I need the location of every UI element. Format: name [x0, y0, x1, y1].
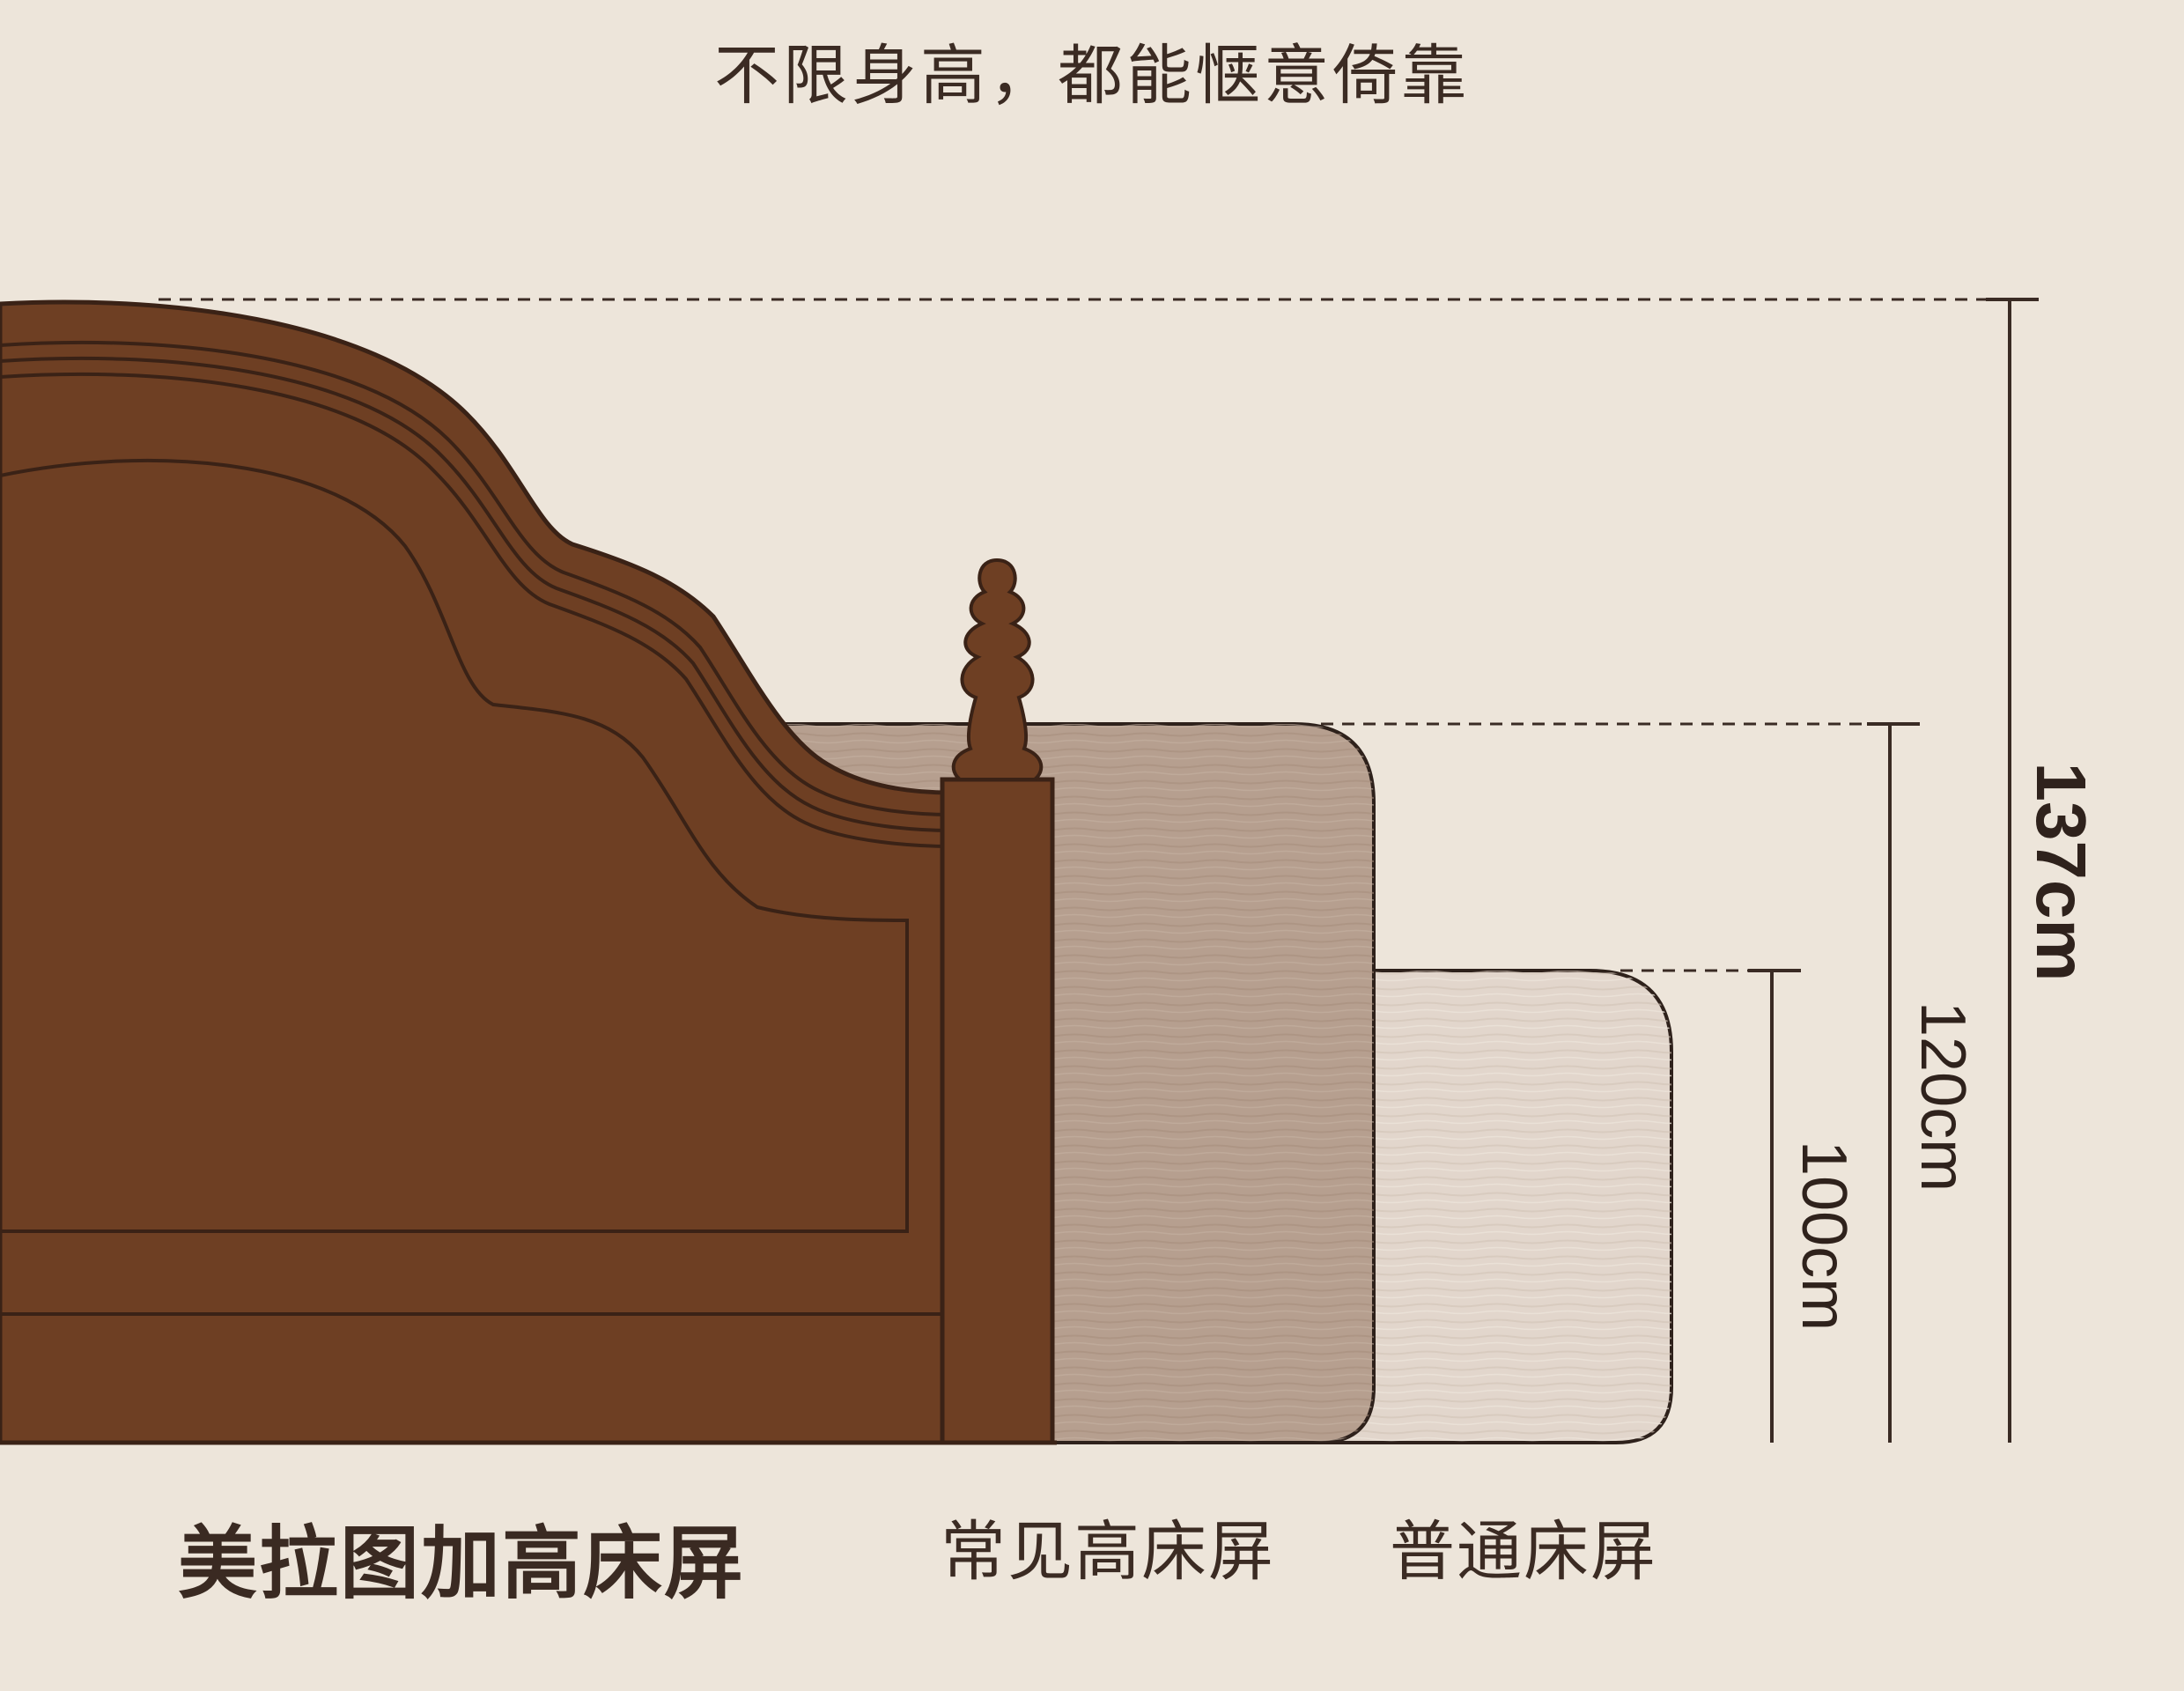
dimension-label-120: 120cm — [1907, 1001, 1978, 1193]
dimension-label-100: 100cm — [1789, 1140, 1859, 1332]
caption-brand-headboard: 美拉图加高床屏 — [178, 1517, 745, 1610]
dimension-guides — [159, 298, 2039, 1443]
dimension-label-137: 137cm — [2022, 762, 2100, 982]
brand-headboard — [0, 299, 1057, 1445]
headline: 不限身高，都能惬意倚靠 — [714, 38, 1470, 114]
caption-common-headboard: 常见高床屏 — [941, 1514, 1275, 1590]
caption-normal-headboard: 普通床屏 — [1390, 1514, 1657, 1590]
